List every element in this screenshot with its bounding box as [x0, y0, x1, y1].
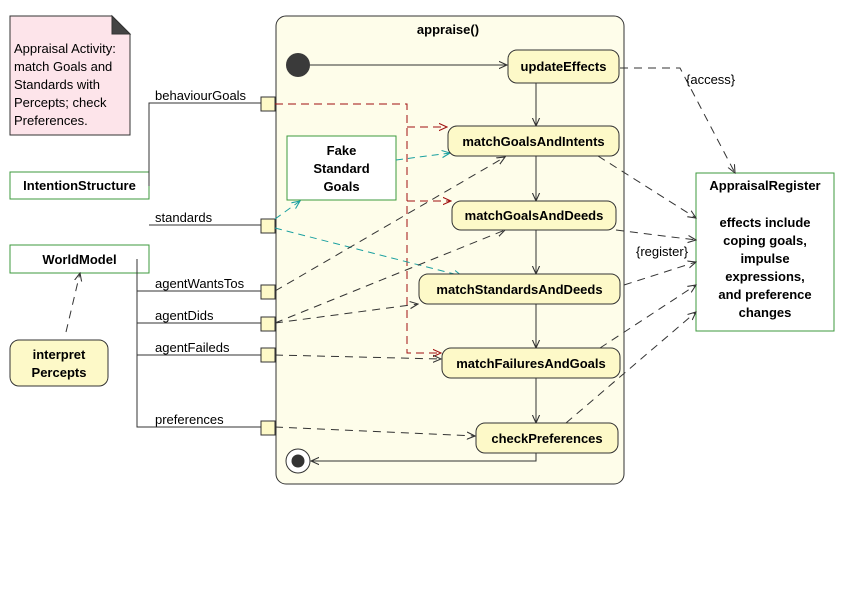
note-line-2: match Goals and: [14, 59, 112, 74]
note: Appraisal Activity: match Goals and Stan…: [9, 14, 132, 136]
fake-standard-goals-box: [286, 135, 397, 201]
match-goals-deeds-label: matchGoalsAndDeeds: [465, 208, 604, 223]
world-model-label: WorldModel: [42, 252, 116, 267]
activity-title: appraise(): [417, 22, 479, 37]
register-line-1: effects include: [719, 215, 810, 230]
pin-label-standards: standards: [155, 210, 213, 225]
register-label: {register}: [636, 244, 689, 259]
register-line-4: expressions,: [725, 269, 805, 284]
interpret-line-1: interpret: [33, 347, 86, 362]
pin-label-agent-faileds: agentFaileds: [155, 340, 230, 355]
note-line-4: Percepts; check: [14, 95, 107, 110]
pins: [260, 96, 276, 436]
pin-agent-dids: [260, 316, 276, 332]
pin-agent-wants-tos: [260, 284, 276, 300]
pin-label-agent-dids: agentDids: [155, 308, 214, 323]
register-line-2: coping goals,: [723, 233, 807, 248]
register-flows: [565, 67, 735, 424]
pin-preferences: [260, 420, 276, 436]
note-line-3: Standards with: [14, 77, 100, 92]
pin-agent-faileds: [260, 347, 276, 363]
action-update-effects: updateEffects: [507, 49, 620, 84]
note-line-5: Preferences.: [14, 113, 88, 128]
appraisal-register-box: [695, 172, 835, 332]
update-effects-label: updateEffects: [521, 59, 607, 74]
match-failures-goals-label: matchFailuresAndGoals: [456, 356, 606, 371]
match-goals-intents-label: matchGoalsAndIntents: [462, 134, 604, 149]
standards-flow: [274, 153, 462, 276]
pin-label-behaviour-goals: behaviourGoals: [155, 88, 247, 103]
object-flow-lines: [136, 102, 261, 428]
register-line-5: and preference: [718, 287, 811, 302]
interpret-line-2: Percepts: [32, 365, 87, 380]
goal-flow: [275, 103, 451, 353]
initial-node: [286, 53, 310, 77]
appraisal-register-title: AppraisalRegister: [709, 178, 820, 193]
interpret-percepts-action: [9, 339, 109, 387]
activity-frame: [275, 15, 625, 485]
fake-goals-line-3: Goals: [323, 179, 359, 194]
register-line-3: impulse: [740, 251, 789, 266]
action-check-preferences: checkPreferences: [475, 422, 619, 454]
register-line-6: changes: [739, 305, 792, 320]
world-model-box: [9, 244, 150, 274]
note-line-1: Appraisal Activity:: [14, 41, 116, 56]
final-node-inner: [291, 454, 305, 468]
intention-structure-label: IntentionStructure: [23, 178, 136, 193]
pin-standards: [260, 218, 276, 234]
match-standards-deeds-label: matchStandardsAndDeeds: [436, 282, 602, 297]
action-match-goals-and-deeds: matchGoalsAndDeeds: [451, 200, 617, 231]
action-match-failures-and-goals: matchFailuresAndGoals: [441, 347, 621, 379]
fake-goals-line-2: Standard: [313, 161, 369, 176]
action-match-standards-and-deeds: matchStandardsAndDeeds: [418, 273, 621, 305]
fake-goals-line-1: Fake: [327, 143, 357, 158]
check-preferences-label: checkPreferences: [491, 431, 602, 446]
pin-behaviour-goals: [260, 96, 276, 112]
access-label: {access}: [686, 72, 736, 87]
action-match-goals-and-intents: matchGoalsAndIntents: [447, 125, 620, 157]
intention-structure-box: [9, 171, 150, 200]
pin-label-agent-wants-tos: agentWantsTos: [155, 276, 245, 291]
pin-label-preferences: preferences: [155, 412, 224, 427]
percept-flows: [65, 157, 505, 436]
control-flow: [310, 65, 536, 461]
